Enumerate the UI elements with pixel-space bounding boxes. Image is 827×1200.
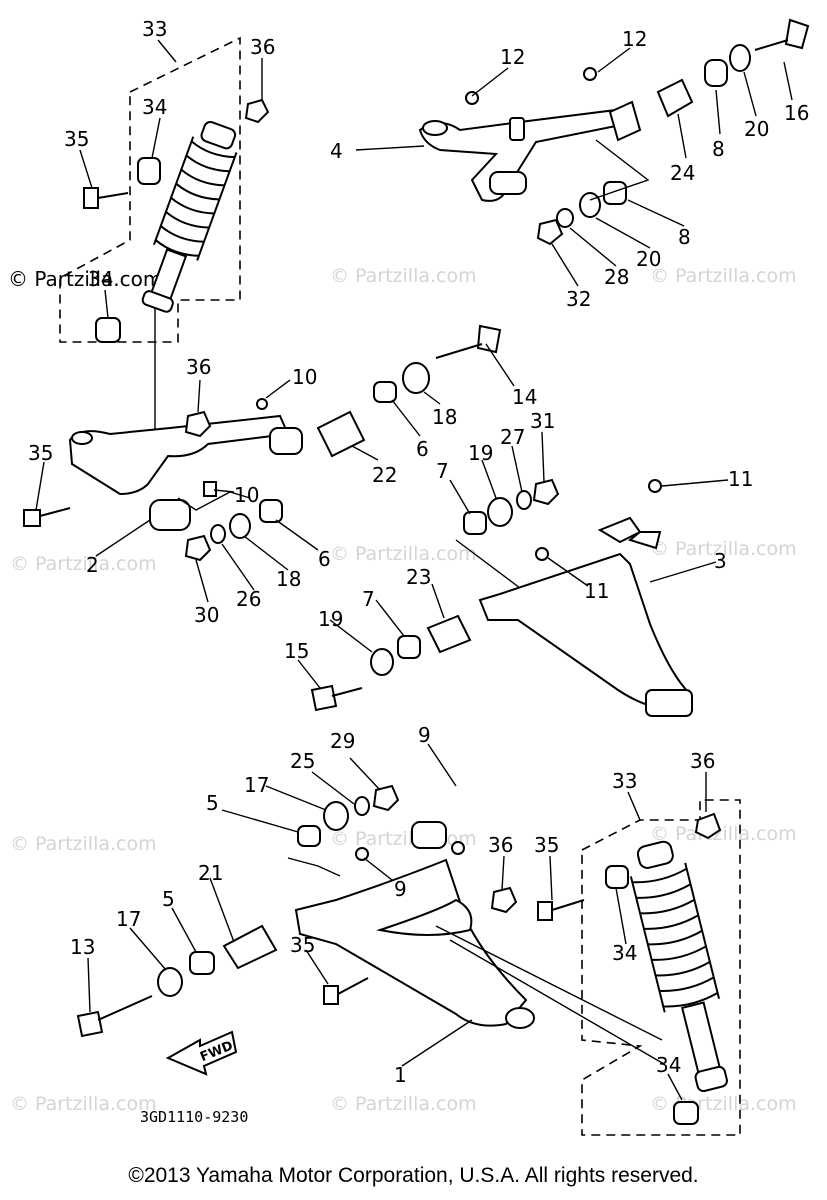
callout: 35 [64, 127, 89, 151]
callout: 36 [250, 35, 275, 59]
callout: 35 [28, 441, 53, 465]
callout: 27 [500, 425, 525, 449]
callout: 12 [500, 45, 525, 69]
callout: 28 [604, 265, 629, 289]
callout: 5 [206, 791, 219, 815]
callout: 18 [432, 405, 457, 429]
callout: 34 [612, 941, 637, 965]
callout: 9 [418, 723, 431, 747]
callout: 35 [290, 933, 315, 957]
callout: 20 [744, 117, 769, 141]
callout: 11 [728, 467, 753, 491]
callout: 10 [292, 365, 317, 389]
callout: 25 [290, 749, 315, 773]
callout: 26 [236, 587, 261, 611]
callout: 7 [362, 587, 375, 611]
watermark: © Partzilla.com [10, 833, 157, 855]
callout: 21 [198, 861, 223, 885]
callout: 19 [318, 607, 343, 631]
callouts: 33 36 34 35 34 12 12 16 4 20 8 24 8 20 2… [28, 17, 809, 1087]
callout: 6 [416, 437, 429, 461]
watermark: © Partzilla.com [650, 823, 797, 845]
watermark: © Partzilla.com [650, 1093, 797, 1115]
shock-absorber-upper-left [59, 36, 270, 440]
upper-arm-4 [418, 18, 810, 246]
callout: 35 [534, 833, 559, 857]
callout: 30 [194, 603, 219, 627]
callout: 34 [88, 267, 113, 291]
arm-3 [310, 478, 693, 717]
callout: 1 [394, 1063, 407, 1087]
leader-lines [35, 39, 793, 1101]
callout: 32 [566, 287, 591, 311]
callout: 5 [162, 887, 175, 911]
arm-2 [23, 324, 502, 562]
callout: 36 [488, 833, 513, 857]
watermark: © Partzilla.com [10, 1093, 157, 1115]
callout: 11 [584, 579, 609, 603]
callout: 24 [670, 161, 695, 185]
callout: 7 [436, 459, 449, 483]
watermark: © Partzilla.com [650, 538, 797, 560]
callout: 17 [244, 773, 269, 797]
callout: 16 [784, 101, 809, 125]
watermark: © Partzilla.com [330, 1093, 477, 1115]
callout: 13 [70, 935, 95, 959]
callout: 12 [622, 27, 647, 51]
watermark: © Partzilla.com [650, 265, 797, 287]
callout: 9 [394, 877, 407, 901]
callout: 2 [86, 553, 99, 577]
callout: 15 [284, 639, 309, 663]
shock-absorber-lower-right [435, 799, 741, 1136]
callout: 6 [318, 547, 331, 571]
watermark: © Partzilla.com [10, 553, 157, 575]
callout: 33 [612, 769, 637, 793]
forward-arrow: FWD [165, 1030, 238, 1076]
callout: 8 [712, 137, 725, 161]
callout: 20 [636, 247, 661, 271]
callout: 34 [142, 95, 167, 119]
callout: 10 [234, 483, 259, 507]
callout: 4 [330, 139, 343, 163]
watermark: © Partzilla.com [330, 543, 477, 565]
callout: 3 [714, 549, 727, 573]
callout: 22 [372, 463, 397, 487]
watermark-main: © Partzilla.com [8, 267, 162, 291]
callout: 29 [330, 729, 355, 753]
callout: 17 [116, 907, 141, 931]
callout: 18 [276, 567, 301, 591]
callout: 36 [186, 355, 211, 379]
callout: 19 [468, 441, 493, 465]
callout: 34 [656, 1053, 681, 1077]
callout: 36 [690, 749, 715, 773]
callout: 31 [530, 409, 555, 433]
callout: 8 [678, 225, 691, 249]
copyright-notice: ©2013 Yamaha Motor Corporation, U.S.A. A… [128, 1164, 699, 1187]
watermark: © Partzilla.com [330, 265, 477, 287]
callout: 33 [142, 17, 167, 41]
arm-1 [76, 784, 535, 1038]
drawing-code: 3GD1110-9230 [140, 1108, 248, 1126]
callout: 23 [406, 565, 431, 589]
callout: 14 [512, 385, 537, 409]
